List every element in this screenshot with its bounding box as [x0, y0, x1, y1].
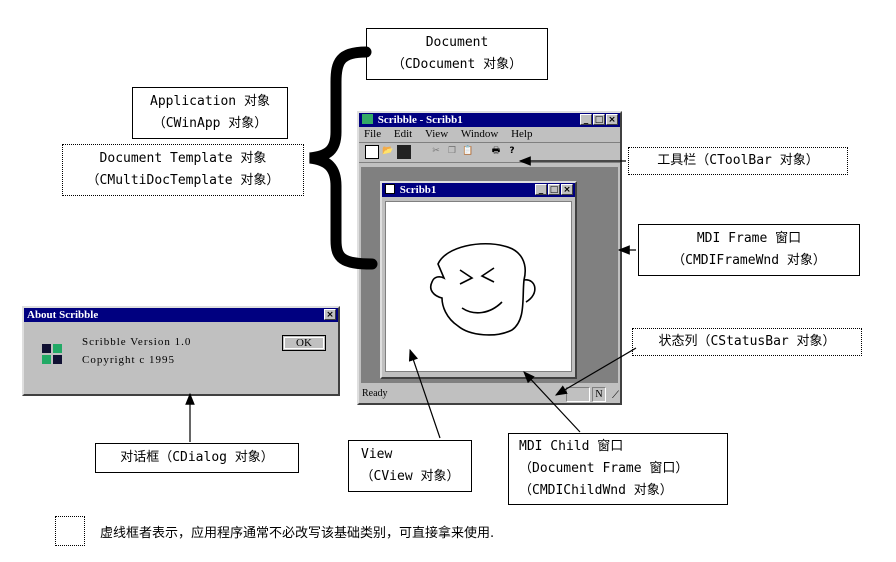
- doc-icon: [385, 184, 395, 194]
- child-close-icon[interactable]: ×: [561, 184, 573, 195]
- about-version: Scribble Version 1.0: [82, 336, 192, 348]
- doc-template-label: Document Template 对象 （CMultiDocTemplate …: [62, 144, 304, 196]
- view-label-line1: View: [361, 447, 393, 462]
- child-window: Scribb1 _ □ ×: [380, 181, 577, 379]
- toolbar-label: 工具栏（CToolBar 对象）: [628, 147, 848, 175]
- copy-icon[interactable]: ❐: [447, 146, 457, 156]
- mdi-child-label-line2: （Document Frame 窗口）: [519, 461, 689, 476]
- about-titlebar[interactable]: About Scribble ×: [24, 308, 338, 322]
- view-canvas[interactable]: [385, 201, 572, 372]
- menu-help[interactable]: Help: [511, 128, 533, 140]
- document-label-line1: Document: [425, 35, 489, 50]
- about-dialog: About Scribble × Scribble Version 1.0 Co…: [22, 306, 340, 396]
- cut-icon[interactable]: ✂: [432, 146, 440, 156]
- main-title: Scribble - Scribb1: [377, 114, 463, 126]
- mdi-frame-label: MDI Frame 窗口 （CMDIFrameWnd 对象）: [638, 224, 860, 276]
- child-titlebar[interactable]: Scribb1 _ □ ×: [382, 183, 575, 197]
- document-label: Document （CDocument 对象）: [366, 28, 548, 80]
- status-bar-label: 状态列（CStatusBar 对象）: [632, 328, 862, 356]
- maximize-icon[interactable]: □: [593, 114, 605, 125]
- status-bar-label-text: 状态列（CStatusBar 对象）: [658, 334, 836, 349]
- status-ready: Ready: [362, 388, 388, 399]
- menu-window[interactable]: Window: [460, 128, 499, 140]
- menu-file[interactable]: File: [364, 128, 382, 140]
- mdi-child-label-line1: MDI Child 窗口: [519, 439, 624, 454]
- menu-edit[interactable]: Edit: [393, 128, 413, 140]
- status-bar: Ready N ⟋: [359, 385, 620, 403]
- close-icon[interactable]: ×: [606, 114, 618, 125]
- size-grip-icon[interactable]: ⟋: [612, 390, 619, 401]
- help-icon[interactable]: ?: [509, 146, 515, 156]
- mdi-frame-label-line1: MDI Frame 窗口: [696, 231, 802, 246]
- application-label: Application 对象 （CWinApp 对象）: [132, 87, 288, 139]
- toolbar: 📂 ✂ ❐ 📋 🖶 ?: [359, 142, 620, 163]
- print-icon[interactable]: 🖶: [491, 146, 501, 156]
- dialog-label-text: 对话框（CDialog 对象）: [120, 450, 274, 465]
- menu-view[interactable]: View: [424, 128, 449, 140]
- about-app-icon: [40, 342, 64, 366]
- mdi-child-label: MDI Child 窗口 （Document Frame 窗口） （CMDICh…: [508, 433, 728, 505]
- child-maximize-icon[interactable]: □: [548, 184, 560, 195]
- paste-icon[interactable]: 📋: [462, 146, 474, 156]
- open-icon[interactable]: 📂: [382, 146, 394, 156]
- about-copyright: Copyright c 1995: [82, 354, 175, 366]
- document-label-line2: （CDocument 对象）: [391, 57, 523, 72]
- legend-text: 虚线框者表示，应用程序通常不必改写该基础类别，可直接拿来使用.: [100, 526, 495, 541]
- application-label-line2: （CWinApp 对象）: [152, 116, 268, 131]
- ok-button[interactable]: OK: [282, 335, 326, 351]
- scribble-face-drawing: [429, 242, 536, 336]
- child-title: Scribb1: [399, 184, 437, 196]
- minimize-icon[interactable]: _: [580, 114, 592, 125]
- about-title: About Scribble: [27, 309, 99, 321]
- new-icon[interactable]: [365, 145, 379, 159]
- doc-template-label-line2: （CMultiDocTemplate 对象）: [86, 173, 280, 188]
- doc-template-label-line1: Document Template 对象: [99, 151, 267, 166]
- about-close-icon[interactable]: ×: [324, 309, 336, 320]
- app-icon: [362, 114, 373, 124]
- mdi-child-label-line3: （CMDIChildWnd 对象）: [519, 483, 673, 498]
- child-minimize-icon[interactable]: _: [535, 184, 547, 195]
- view-label-line2: （CView 对象）: [360, 469, 460, 484]
- menu-bar: File Edit View Window Help: [359, 127, 620, 142]
- save-icon[interactable]: [397, 145, 411, 159]
- status-pane-empty: [566, 387, 590, 402]
- legend-dotted-box: [55, 516, 85, 546]
- main-titlebar[interactable]: Scribble - Scribb1 _ □ ×: [359, 113, 620, 127]
- toolbar-label-text: 工具栏（CToolBar 对象）: [657, 153, 819, 168]
- dialog-label: 对话框（CDialog 对象）: [95, 443, 299, 473]
- mdi-frame-label-line2: （CMDIFrameWnd 对象）: [672, 253, 826, 268]
- application-label-line1: Application 对象: [150, 94, 270, 109]
- view-label: View （CView 对象）: [348, 440, 472, 492]
- status-indicator: N: [592, 387, 606, 402]
